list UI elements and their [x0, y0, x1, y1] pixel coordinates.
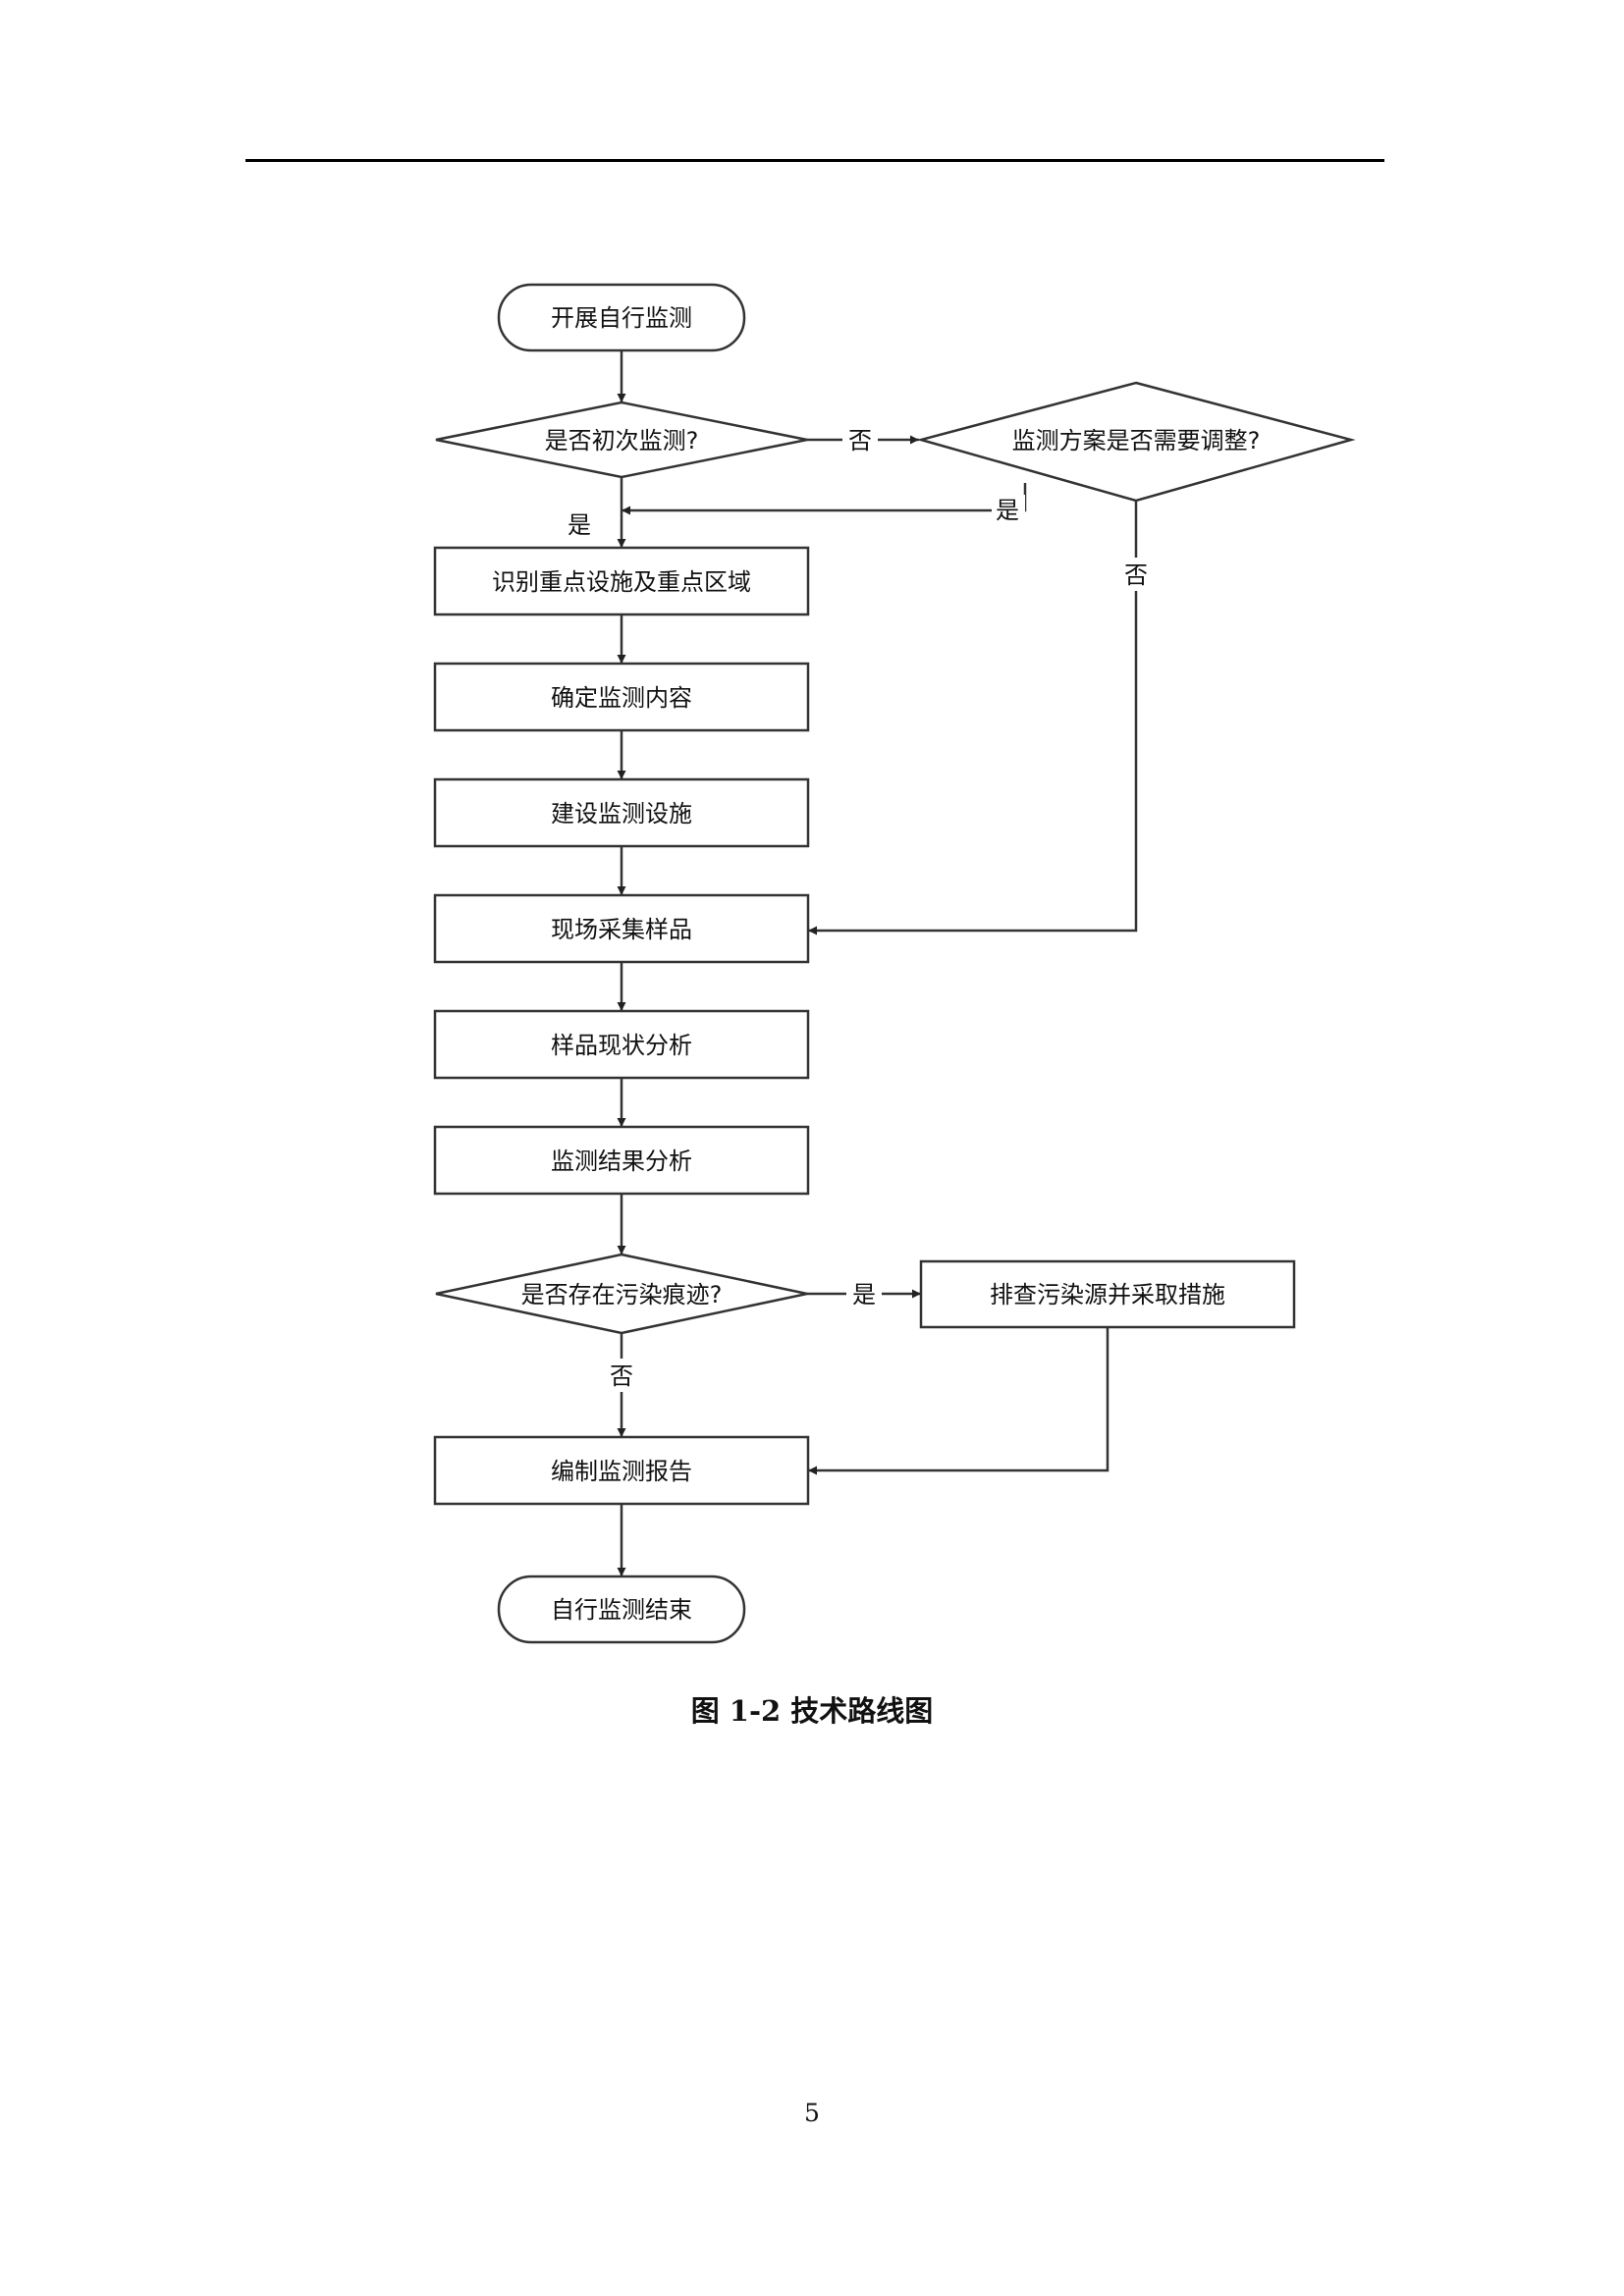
label-first-no: 否	[848, 427, 872, 454]
node-analysis-result-label: 监测结果分析	[551, 1148, 692, 1175]
node-identify-label: 识别重点设施及重点区域	[492, 568, 751, 596]
node-sampling-label: 现场采集样品	[551, 916, 692, 943]
node-end: 自行监测结束	[497, 1575, 746, 1644]
edge-adjust-yes-to-identify	[622, 483, 1027, 515]
node-analysis-status-label: 样品现状分析	[551, 1032, 692, 1059]
node-start-label: 开展自行监测	[551, 304, 692, 332]
node-content: 确定监测内容	[433, 662, 810, 732]
node-adjust-plan-decision: 监测方案是否需要调整?	[916, 381, 1356, 503]
label-pollution-yes: 是	[852, 1281, 876, 1308]
node-report-label: 编制监测报告	[551, 1458, 692, 1485]
node-pollution-decision: 是否存在污染痕迹?	[435, 1253, 808, 1335]
edge-labels: 否 是 是 否 是 否	[568, 424, 1153, 1392]
label-adjust-no: 否	[1124, 561, 1148, 589]
node-end-label: 自行监测结束	[551, 1596, 692, 1624]
edges	[617, 350, 1138, 1576]
node-pollution-label: 是否存在污染痕迹?	[521, 1281, 723, 1308]
node-build-label: 建设监测设施	[551, 800, 692, 828]
node-build: 建设监测设施	[433, 777, 810, 848]
node-identify: 识别重点设施及重点区域	[433, 546, 810, 616]
edge-adjust-no-to-sampling	[808, 501, 1138, 935]
header-rule	[245, 159, 1384, 162]
label-adjust-yes: 是	[996, 497, 1019, 524]
node-sampling: 现场采集样品	[433, 893, 810, 964]
node-adjust-plan-label: 监测方案是否需要调整?	[1012, 427, 1261, 454]
label-first-yes: 是	[568, 511, 591, 539]
page-number: 5	[804, 2099, 820, 2127]
node-first-monitor-decision: 是否初次监测?	[435, 400, 808, 479]
node-start: 开展自行监测	[497, 283, 746, 352]
edge-investigate-to-report	[808, 1327, 1110, 1475]
node-investigate-label: 排查污染源并采取措施	[990, 1281, 1225, 1308]
figure-caption: 图 1-2 技术路线图	[690, 1694, 934, 1728]
label-pollution-no: 否	[610, 1362, 633, 1390]
node-report: 编制监测报告	[433, 1435, 810, 1506]
node-first-monitor-label: 是否初次监测?	[545, 427, 699, 454]
node-analysis-result: 监测结果分析	[433, 1125, 810, 1196]
node-investigate: 排查污染源并采取措施	[919, 1259, 1296, 1329]
node-analysis-status: 样品现状分析	[433, 1009, 810, 1080]
node-content-label: 确定监测内容	[551, 684, 692, 712]
